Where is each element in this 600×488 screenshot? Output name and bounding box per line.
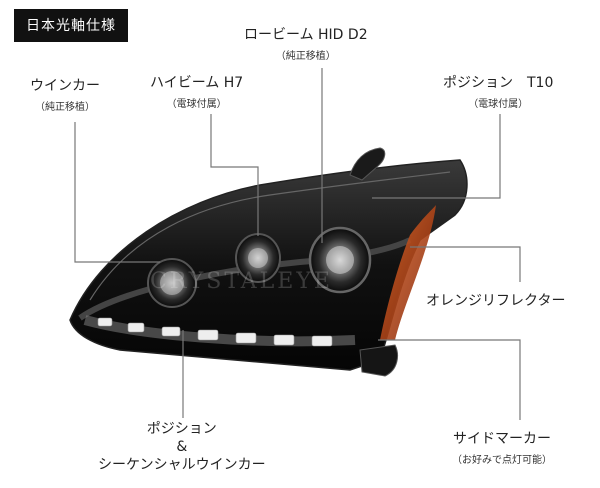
highbeam-label: ハイビーム H7 （電球付属）	[150, 72, 243, 110]
mount-tab	[349, 147, 386, 181]
orange-reflector-title: オレンジリフレクター	[426, 293, 566, 309]
callout-side-marker	[378, 339, 521, 420]
callout-lines	[74, 68, 521, 420]
side-marker-label: サイドマーカー （お好みで点灯可能）	[452, 428, 552, 466]
callout-highbeam	[210, 114, 259, 236]
lowbeam-label: ロービーム HID D2 （純正移植）	[244, 24, 368, 62]
position-seq-line1: ポジション	[146, 421, 217, 437]
winker-sub: （純正移植）	[35, 102, 95, 113]
orange-reflector-strip	[380, 205, 436, 340]
lowbeam-title: ロービーム HID D2	[244, 27, 368, 43]
highbeam-title: ハイビーム H7	[150, 75, 244, 91]
side-marker-title: サイドマーカー	[453, 431, 551, 447]
position-t10-sub: （電球付属）	[468, 99, 529, 110]
position-seq-label: ポジション & シーケンシャルウインカー	[98, 420, 266, 474]
side-marker-unit	[359, 344, 398, 377]
lowbeam-sub: （純正移植）	[275, 51, 336, 62]
position-t10-title: ポジション T10	[443, 75, 554, 91]
orange-reflector-label: オレンジリフレクター	[426, 290, 565, 310]
position-t10-label: ポジション T10 （電球付属）	[443, 72, 553, 110]
callout-winker	[74, 122, 160, 263]
position-seq-line2: &	[176, 439, 188, 455]
callout-reflector	[410, 246, 521, 282]
winker-label: ウインカー （純正移植）	[30, 75, 100, 113]
highbeam-sub: （電球付属）	[166, 99, 227, 110]
watermark-text: CRYSTALEYE	[150, 269, 333, 294]
led-strip	[97, 317, 333, 347]
callout-position-t10	[372, 114, 501, 199]
winker-title: ウインカー	[30, 78, 100, 94]
side-marker-sub: （お好みで点灯可能）	[452, 455, 552, 466]
position-seq-line3: シーケンシャルウインカー	[98, 457, 266, 473]
japan-spec-badge: 日本光軸仕様	[14, 9, 128, 42]
